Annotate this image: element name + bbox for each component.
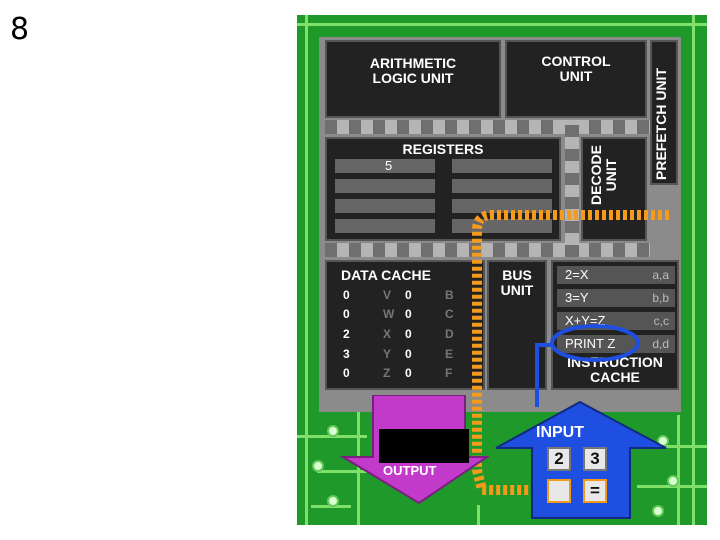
solder-pad [652,505,664,517]
circuit-trace [297,23,707,26]
input-key: = [583,479,607,503]
circuit-trace [477,505,480,525]
output-label: OUTPUT [383,463,437,478]
input-key: 2 [547,447,571,471]
circuit-trace [692,15,695,525]
register-slot [335,179,435,193]
cpu-board: ARITHMETIC LOGIC UNIT CONTROL UNIT PREFE… [297,15,707,525]
register-slot [452,219,552,233]
input-key [547,479,571,503]
arithmetic-logic-unit: ARITHMETIC LOGIC UNIT [325,40,501,118]
slide-number: 8 [10,12,30,47]
register-slot [335,199,435,213]
input-arrow [495,400,667,519]
circuit-trace [317,470,367,473]
internal-bus [565,120,579,257]
register-slot [335,219,435,233]
decode-unit [581,137,647,241]
data-path-overlay [472,210,669,495]
solder-pad [327,495,339,507]
register-slot [452,199,552,213]
prefetch-unit [650,40,678,185]
highlight-ring [550,324,640,362]
output-arrow [339,395,489,505]
register-slot: 5 [335,159,435,173]
data-cache: DATA CACHE [325,260,485,390]
input-label: INPUT [536,424,584,441]
registers-label: REGISTERS [402,141,484,157]
control-unit: CONTROL UNIT [505,40,647,118]
solder-pad [667,475,679,487]
circuit-trace [305,15,308,525]
input-connector [535,343,552,407]
data-cache-label: DATA CACHE [341,267,431,283]
register-slot [452,159,552,173]
input-key: 3 [583,447,607,471]
circuit-trace [677,415,680,525]
solder-pad [312,460,324,472]
data-path [472,210,669,495]
solder-pad [327,425,339,437]
register-slot [452,179,552,193]
